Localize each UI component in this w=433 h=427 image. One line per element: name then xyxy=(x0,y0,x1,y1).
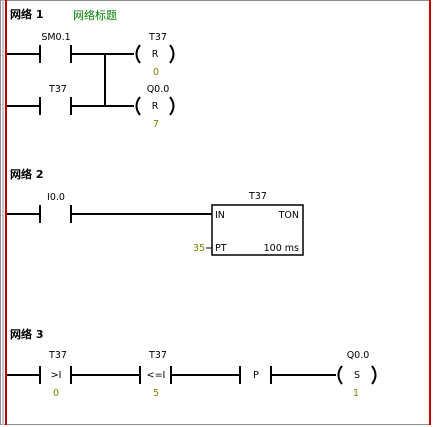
compare-t37-less-equal[interactable]: T37 <=I 5 xyxy=(139,350,172,399)
coil-t37-reset[interactable]: T37 R 0 xyxy=(135,32,175,78)
coil-t37-type: R xyxy=(152,49,159,60)
network-2: 网络 2 I0.0 T37 IN TON PT 100 ms 35 xyxy=(7,167,304,256)
timer-type: TON xyxy=(278,210,299,221)
compare-gt-value: 0 xyxy=(53,388,59,399)
timer-time-base: 100 ms xyxy=(264,243,299,254)
timer-t37-ton-box[interactable]: T37 IN TON PT 100 ms xyxy=(211,191,304,256)
network-2-title: 网络 2 xyxy=(10,167,43,181)
positive-transition-contact[interactable]: P xyxy=(239,366,272,384)
coil-q0-0-reset[interactable]: Q0.0 R 7 xyxy=(135,84,175,130)
compare-gt-op: >I xyxy=(51,370,62,381)
contact-t37[interactable]: T37 xyxy=(39,84,72,115)
network-1-comment[interactable]: 网络标题 xyxy=(73,8,117,22)
compare-gt-label: T37 xyxy=(48,350,67,361)
p-contact-op: P xyxy=(253,370,259,381)
network-1-title: 网络 1 xyxy=(10,7,43,21)
contact-i0-0-label: I0.0 xyxy=(47,192,65,203)
coil-t37-value: 0 xyxy=(153,67,159,78)
compare-le-label: T37 xyxy=(148,350,167,361)
contact-sm0-1[interactable]: SM0.1 xyxy=(39,32,72,63)
coil-q0-0-set[interactable]: Q0.0 S 1 xyxy=(337,350,377,399)
compare-t37-greater-than[interactable]: T37 >I 0 xyxy=(39,350,72,399)
coil-q0-0-type: R xyxy=(152,101,159,112)
editor-margin xyxy=(2,0,4,425)
right-edge-rail xyxy=(429,0,431,425)
timer-in-pin: IN xyxy=(215,210,225,221)
timer-label: T37 xyxy=(248,191,267,202)
timer-pt-pin: PT xyxy=(215,243,227,254)
left-power-rail xyxy=(5,0,7,425)
coil-t37-label: T37 xyxy=(148,32,167,43)
timer-preset-value[interactable]: 35 xyxy=(193,243,205,254)
compare-le-op: <=I xyxy=(147,370,166,381)
network-3: 网络 3 T37 >I 0 T37 <=I 5 P Q0.0 S xyxy=(7,327,377,399)
contact-sm0-1-label: SM0.1 xyxy=(41,32,70,43)
coil-set-value: 1 xyxy=(353,388,359,399)
coil-q0-0-value: 7 xyxy=(153,119,159,130)
contact-t37-label: T37 xyxy=(48,84,67,95)
contact-i0-0[interactable]: I0.0 xyxy=(39,192,72,223)
coil-set-type: S xyxy=(354,370,360,381)
network-1: 网络 1 网络标题 SM0.1 T37 R 0 T37 Q0.0 xyxy=(7,7,175,130)
network-3-title: 网络 3 xyxy=(10,327,43,341)
coil-q0-0-label: Q0.0 xyxy=(147,84,170,95)
coil-set-label: Q0.0 xyxy=(347,350,370,361)
compare-le-value: 5 xyxy=(153,388,159,399)
